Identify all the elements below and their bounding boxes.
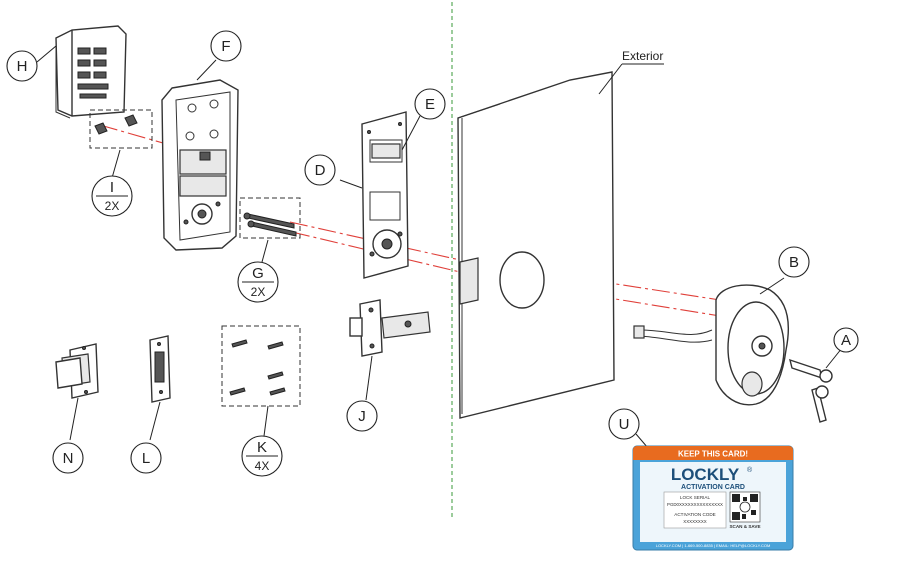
callout-l: L [130,442,162,474]
activation-card-part-u: KEEP THIS CARD! LOCKLY ® ACTIVATION CARD… [632,433,794,551]
latch-part-j [349,299,431,401]
callout-f: F [210,30,242,62]
card-footer: LOCKLY.COM | 1-669-500-8835 | EMAIL: HEL… [656,543,771,548]
exterior-label: Exterior [622,49,663,63]
card-serial-label: LOCK SERIAL [680,495,711,500]
card-brand-mark: ® [747,466,753,474]
screws-part-k [221,325,301,437]
callout-i-letter: I [110,179,114,196]
callout-n-letter: N [63,450,74,467]
callout-n: N [52,442,84,474]
door-slab [457,63,664,419]
callout-g-qty: 2X [251,285,266,299]
callout-f-letter: F [221,38,230,55]
callout-i-qty: 2X [105,199,120,213]
strike-box-part-n [55,343,99,441]
callout-k-qty: 4X [255,459,270,473]
callout-i: I 2X [91,175,133,217]
callout-u: U [608,408,640,440]
battery-cover-part-h [55,25,127,119]
mounting-screws-part-g [239,197,301,263]
callout-l-letter: L [142,450,150,467]
card-brand: LOCKLY [671,465,740,484]
callout-h-letter: H [17,58,28,75]
card-code-value: XXXXXXXX [683,519,706,524]
screws-part-i [89,109,153,179]
card-subtitle: ACTIVATION CARD [681,484,745,491]
card-banner-text: KEEP THIS CARD! [678,450,748,459]
keys-part-a [789,347,843,423]
callout-e: E [414,88,446,120]
mounting-plate-part-d [339,111,421,279]
callout-d-letter: D [315,162,326,179]
card-serial-value: PGD0XXXXXXXXXXXXXXX [667,502,723,507]
callout-g-letter: G [252,265,264,282]
callout-j-letter: J [358,408,366,425]
callout-k-letter: K [257,439,267,456]
exterior-deadbolt-part-b [633,277,789,406]
callout-e-letter: E [425,96,435,113]
callout-b: B [778,246,810,278]
callout-a: A [833,327,859,353]
strike-plate-part-l [149,335,171,441]
callout-g: G 2X [237,261,279,303]
card-code-label: ACTIVATION CODE [674,512,715,517]
callout-k: K 4X [241,435,283,477]
callout-h: H [6,50,38,82]
callout-a-letter: A [841,332,851,349]
card-qr-caption: SCAN & SAVE [729,524,760,529]
callout-b-letter: B [789,254,799,271]
callout-j: J [346,400,378,432]
callout-u-letter: U [619,416,630,433]
interior-assembly-part-f [161,59,239,251]
qr-code-icon [729,491,761,523]
callout-d: D [304,154,336,186]
